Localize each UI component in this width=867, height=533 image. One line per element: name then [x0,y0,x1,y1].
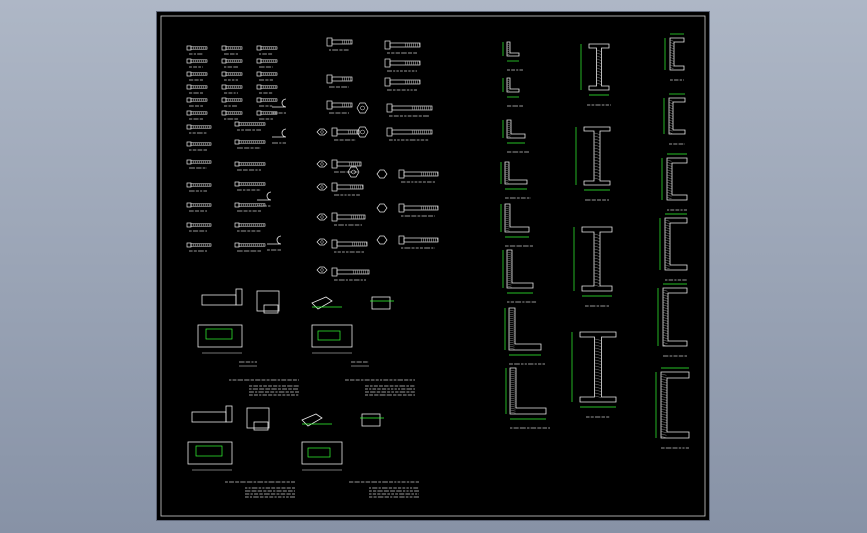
small-screw [187,72,207,80]
wood-screw [187,203,211,211]
channel-section [656,368,689,448]
weld-detail [188,406,384,470]
nut-and-bolt [377,170,387,178]
hex-bolt [327,75,352,87]
wood-screw [187,160,211,168]
channel-section [662,154,687,210]
i-beam-section [581,44,611,105]
tapping-screw [235,122,265,130]
weld-detail [198,289,394,353]
small-screw [222,72,242,80]
angle-sections-group [501,42,550,428]
channel-section [664,94,685,144]
hex-bolt [332,160,361,172]
hex-nut [357,103,368,113]
channel-section [660,214,687,280]
small-screw [187,111,207,119]
channel-section [665,34,684,80]
small-screw [257,59,277,67]
small-screw [257,111,277,119]
hex-bolt [327,101,352,113]
hex-bolt [385,78,420,90]
tapping-screw [235,140,265,148]
angle-section [506,368,550,428]
tapping-screw [235,182,265,190]
tapping-screw [235,223,265,231]
small-screw [187,85,207,93]
hex-bolt [332,128,359,140]
hook-bolt [267,236,281,250]
small-screw [187,46,207,54]
hex-nut [317,184,327,190]
weld-details-group [188,289,419,497]
cad-drawing [157,12,709,520]
angle-section [503,42,523,70]
wood-screw [187,243,211,251]
hex-nut [317,239,327,245]
small-screw [222,111,242,119]
hex-bolt [385,59,420,71]
wood-screw [187,183,211,191]
i-beam-section [574,227,612,306]
hex-bolt [332,183,363,195]
hex-bolt [399,236,438,248]
small-screw [187,59,207,67]
tapping-screw [235,162,265,170]
hex-nut [317,161,327,167]
nut-and-bolt [377,236,387,244]
small-screw [257,98,277,106]
weld-note [225,482,295,497]
detail-caption [351,362,369,366]
channel-section [658,284,687,356]
hex-bolt [327,38,352,50]
angle-section [501,162,531,198]
channel-sections-group [656,34,689,448]
tapping-screw [235,243,265,251]
angle-section [505,308,545,364]
small-screw [222,46,242,54]
weld-note [349,482,419,497]
i-beam-section [572,332,616,417]
fastener-library-group [187,38,438,280]
small-screw [257,85,277,93]
hex-bolt [332,213,365,225]
weld-note [229,380,299,395]
wood-screw [187,125,211,133]
hex-bolt [387,128,432,140]
i-beam-sections-group [572,44,616,417]
hex-bolt [399,170,438,182]
detail-caption [239,362,257,366]
angle-section [503,250,536,302]
angle-section [503,120,529,152]
hex-nut [317,214,327,220]
drawing-sheet [157,12,709,520]
hex-bolt [332,240,367,252]
hex-bolt [399,204,438,216]
angle-section [503,78,523,106]
hex-bolt [385,41,420,53]
hex-nut [317,129,327,135]
wood-screw [187,142,211,150]
small-screw [257,46,277,54]
wood-screw [187,223,211,231]
small-screw [222,59,242,67]
hex-nut [317,267,327,273]
small-screw [257,72,277,80]
hook-bolt [272,129,286,143]
small-screw [222,98,242,106]
weld-note [345,380,415,395]
tapping-screw [235,203,265,211]
hex-bolt [387,104,432,116]
hex-bolt [332,268,369,280]
angle-section [501,204,533,246]
nut-and-bolt [377,204,387,212]
small-screw [222,85,242,93]
i-beam-section [576,127,610,200]
small-screw [187,98,207,106]
inner-frame [161,16,705,516]
